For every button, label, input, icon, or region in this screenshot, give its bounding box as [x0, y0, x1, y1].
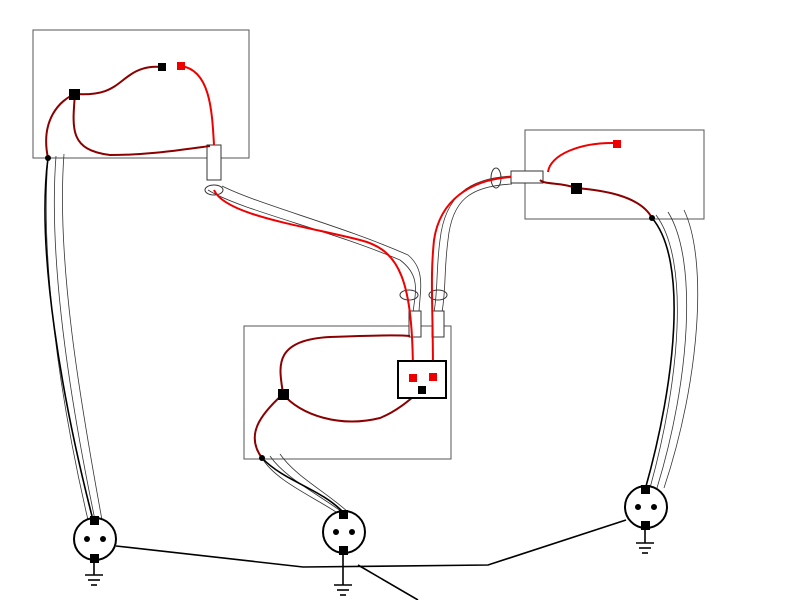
cable-left-box-to-switch-box — [207, 185, 422, 313]
ground-bus — [115, 519, 627, 568]
outlet-right-top-terminal — [641, 485, 650, 494]
switch-terminal-right — [429, 373, 437, 381]
ground-icon — [85, 563, 103, 586]
cable-left-box-to-left-outlet — [45, 153, 103, 521]
outlet-center-slot-right — [349, 529, 355, 535]
hot-wire-left-to-clamp — [72, 93, 211, 157]
junction-box-top-left — [32, 29, 250, 159]
cable-sleeve-switch-left — [399, 289, 419, 301]
ground-icon — [334, 555, 352, 596]
switched-wire-right-box — [547, 141, 617, 173]
switched-wire-left-to-switch — [213, 189, 414, 379]
hot-wire-left-loop — [45, 65, 162, 159]
junction-dot-left — [45, 155, 51, 161]
outlet-right[interactable] — [624, 485, 668, 530]
splice-node-right-box — [571, 183, 582, 194]
outlet-right-slot-left — [635, 504, 641, 510]
outlet-center-top-terminal — [339, 510, 348, 519]
outlet-center[interactable] — [322, 510, 366, 555]
switched-wire-left-box — [180, 65, 215, 146]
junction-dot-switch-box — [259, 455, 265, 461]
hot-wire-right-to-clamp — [539, 179, 577, 189]
junction-dot-right — [649, 215, 655, 221]
hot-wire-switch-to-center-outlet — [253, 393, 284, 459]
outlet-left-top-terminal — [90, 516, 99, 525]
switched-wire-right-to-switch — [430, 176, 512, 379]
ground-bus-lead — [357, 564, 419, 600]
outlet-right-slot-right — [651, 504, 657, 510]
switched-wires — [180, 65, 617, 379]
outlet-left[interactable] — [73, 516, 117, 563]
neutral-wire-left — [44, 157, 94, 521]
cable-sleeve-left-box — [204, 184, 224, 196]
outlet-left-slot-left — [84, 536, 90, 542]
outlet-right-bottom-terminal — [641, 521, 650, 530]
terminal-hot-left-box — [158, 63, 166, 71]
splice-node-left-box — [69, 89, 80, 100]
hot-wire-switch-loop — [279, 334, 411, 395]
neutral-wire-right — [644, 217, 675, 491]
neutral-wire-center — [261, 457, 345, 514]
switch-box-center — [243, 325, 452, 460]
hot-wires — [45, 65, 653, 459]
outlet-center-bottom-terminal — [339, 546, 348, 555]
cable-clamp-right-box — [510, 170, 544, 184]
hot-wire-right-loop — [575, 187, 653, 219]
outlet-left-slot-right — [100, 536, 106, 542]
switch-terminal-left — [409, 374, 417, 382]
terminal-switched-left-box — [177, 62, 185, 70]
cable-sleeve-switch-right — [428, 289, 448, 301]
outlet-center-slot-left — [333, 529, 339, 535]
cable-right-box-to-right-outlet — [649, 209, 699, 489]
cable-switch-box-to-center-outlet — [261, 453, 349, 513]
splice-node-switch-box — [278, 389, 289, 400]
cable-clamp-left-box — [206, 144, 222, 181]
terminal-switched-right-box — [613, 140, 621, 148]
switch-terminal-common — [418, 386, 426, 394]
ground-icon — [636, 530, 654, 554]
cable-clamp-switch-box-right — [431, 310, 445, 338]
cable-right-box-to-switch-box — [433, 175, 513, 313]
outlet-left-bottom-terminal — [90, 554, 99, 563]
